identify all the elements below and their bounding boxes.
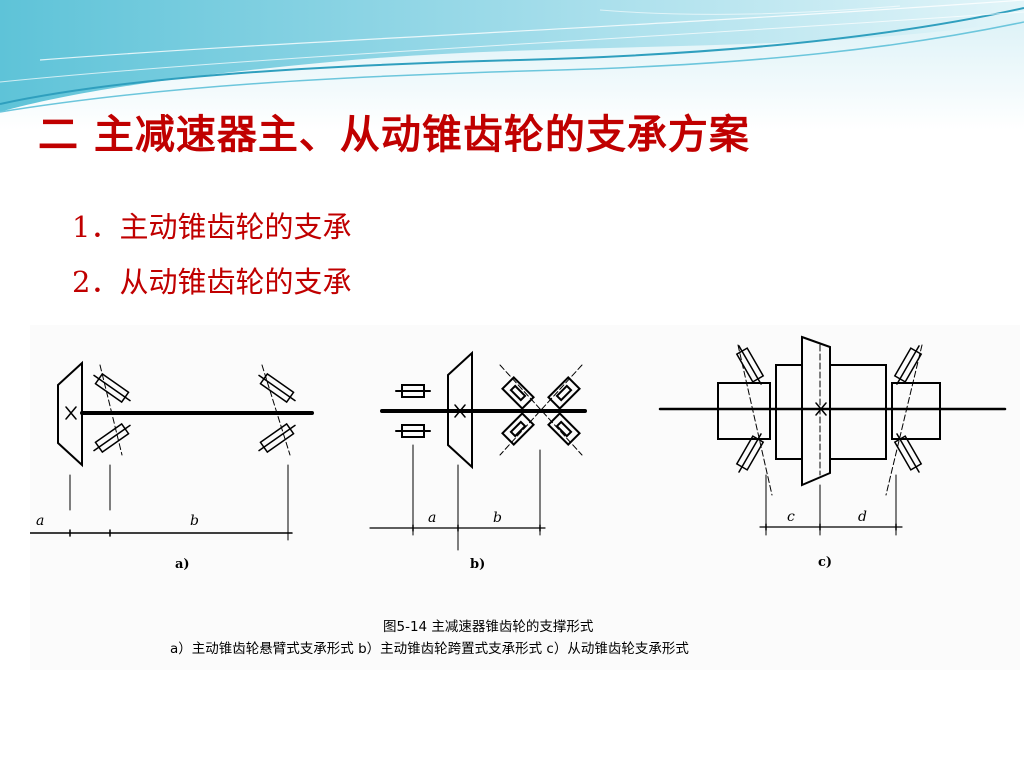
dimension-label-c: c bbox=[787, 509, 795, 525]
gear-support-diagrams bbox=[30, 325, 1020, 670]
bullet-list: 1．主动锥齿轮的支承 2．从动锥齿轮的支承 bbox=[72, 200, 351, 310]
diagram-c-driven-gear bbox=[658, 335, 1007, 536]
diagram-a-overhung bbox=[30, 360, 314, 541]
dimension-label-a-left: a bbox=[36, 513, 45, 529]
figure-caption: a）主动锥齿轮悬臂式支承形式 b）主动锥齿轮跨置式支承形式 c）从动锥齿轮支承形… bbox=[170, 641, 689, 657]
header-wave-decoration bbox=[0, 0, 1024, 130]
dimension-label-b-left: b bbox=[190, 513, 199, 529]
subfigure-label-c: c) bbox=[818, 555, 833, 570]
dimension-label-d: d bbox=[858, 509, 867, 525]
dimension-label-a-mid: a bbox=[428, 510, 437, 526]
bevel-gear-support-figure: a b a b c d a) b) c) 图5-14 主减速器锥齿轮的支撑形式 … bbox=[30, 325, 1020, 670]
bullet-item-driving-gear: 1．主动锥齿轮的支承 bbox=[72, 210, 352, 244]
subfigure-label-b: b) bbox=[470, 557, 486, 572]
subfigure-label-a: a) bbox=[175, 557, 190, 572]
diagram-b-straddle bbox=[369, 350, 587, 551]
figure-title: 图5-14 主减速器锥齿轮的支撑形式 bbox=[383, 619, 594, 635]
slide-title: 二 主减速器主、从动锥齿轮的支承方案 bbox=[38, 112, 750, 158]
dimension-label-b-mid: b bbox=[493, 510, 502, 526]
bullet-item-driven-gear: 2．从动锥齿轮的支承 bbox=[72, 265, 352, 299]
